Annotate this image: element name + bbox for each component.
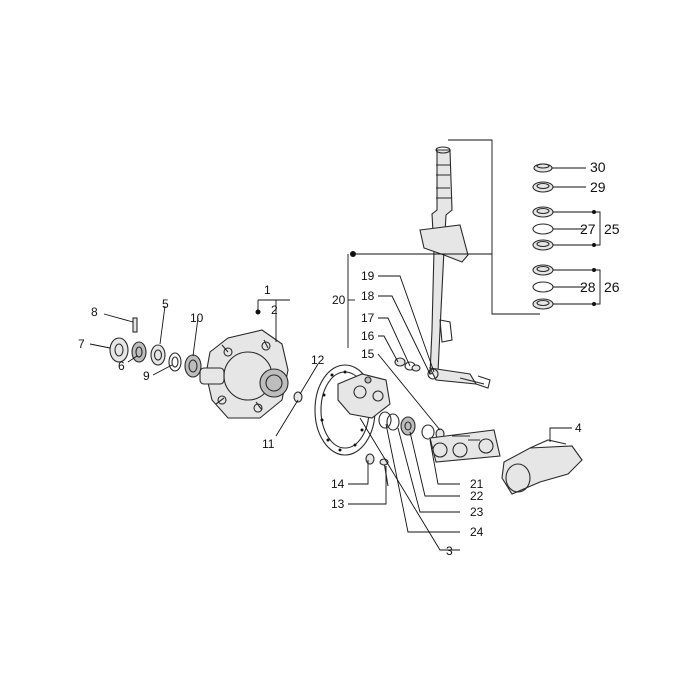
callout-29: 29 xyxy=(590,179,606,195)
callout-14: 14 xyxy=(331,477,345,491)
callout-1: 1 xyxy=(264,283,271,297)
callout-20: 20 xyxy=(332,293,346,307)
callout-22: 22 xyxy=(470,489,484,503)
callout-15: 15 xyxy=(361,347,375,361)
steering-column xyxy=(419,146,491,389)
callout-12: 12 xyxy=(311,353,325,367)
callout-28: 28 xyxy=(580,279,596,295)
callout-4: 4 xyxy=(575,421,582,435)
callout-6: 6 xyxy=(118,359,125,373)
leader-lines xyxy=(89,139,601,551)
rubber-cover xyxy=(501,439,583,495)
callout-27: 27 xyxy=(580,221,596,237)
callout-13: 13 xyxy=(331,497,345,511)
callout-5: 5 xyxy=(162,297,169,311)
callout-17: 17 xyxy=(361,311,375,325)
callout-2: 2 xyxy=(271,303,278,317)
callout-30: 30 xyxy=(590,159,606,175)
callout-16: 16 xyxy=(361,329,375,343)
callout-18: 18 xyxy=(361,289,375,303)
axle-pin-parts xyxy=(394,357,485,385)
callout-3: 3 xyxy=(446,544,453,558)
callout-labels: 1 2 3 4 5 6 7 8 9 10 11 12 13 14 15 16 1… xyxy=(78,159,620,558)
callout-7: 7 xyxy=(78,337,85,351)
callout-23: 23 xyxy=(470,505,484,519)
callout-26: 26 xyxy=(604,279,620,295)
swing-link xyxy=(429,429,501,463)
callout-21: 21 xyxy=(470,477,484,491)
hub-small-parts xyxy=(109,317,303,403)
wheel-hub xyxy=(199,329,289,419)
callout-25: 25 xyxy=(604,221,620,237)
brake-caliper xyxy=(337,373,391,419)
callout-8: 8 xyxy=(91,305,98,319)
callout-11: 11 xyxy=(262,437,275,451)
callout-19: 19 xyxy=(361,269,375,283)
callout-9: 9 xyxy=(143,369,150,383)
callout-10: 10 xyxy=(190,311,204,325)
callout-24: 24 xyxy=(470,525,484,539)
bearing-stack xyxy=(532,163,554,310)
seal-rings xyxy=(378,411,445,440)
